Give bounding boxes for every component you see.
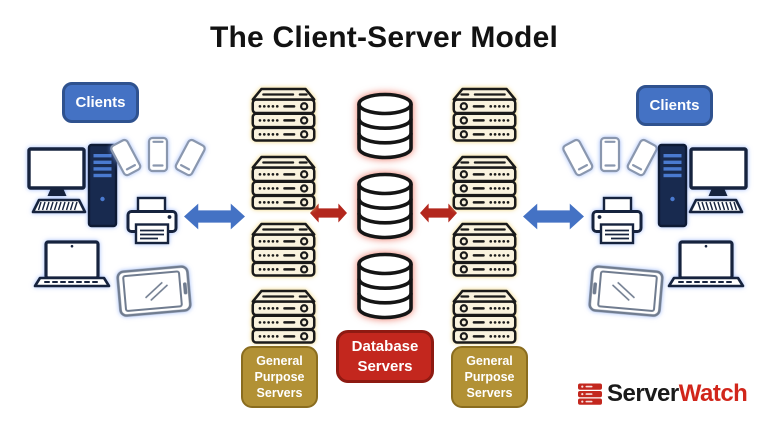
server-rack-icon	[247, 85, 320, 143]
server-rack-icon	[247, 287, 320, 345]
clients-label-right-text: Clients	[649, 97, 700, 114]
server-rack-icon	[448, 287, 521, 345]
database-cylinder-icon	[352, 172, 418, 242]
server-rack-icon	[448, 85, 521, 143]
desktop-computer-icon	[656, 142, 748, 228]
clients-label-right: Clients	[636, 85, 713, 126]
clients-label-left: Clients	[62, 82, 139, 123]
server-rack-icon	[247, 153, 320, 211]
database-servers-text: Database Servers	[351, 338, 419, 375]
laptop-icon	[33, 240, 111, 288]
server-rack-icon	[247, 220, 320, 278]
serverwatch-logo: ServerWatch	[577, 380, 748, 407]
blue-double-arrow-icon	[523, 199, 584, 234]
serverwatch-logo-text: ServerWatch	[607, 380, 748, 407]
database-cylinder-icon	[352, 252, 418, 322]
logo-text-watch: Watch	[678, 380, 748, 407]
tablet-icon	[113, 263, 197, 320]
general-purpose-servers-right-text: General Purpose Servers	[464, 354, 515, 400]
desktop-computer-icon	[27, 142, 119, 228]
smartphone-fan-icon	[560, 134, 660, 178]
general-purpose-servers-label-left: General Purpose Servers	[241, 346, 318, 408]
server-rack-icon	[448, 153, 521, 211]
page-title: The Client-Server Model	[209, 21, 558, 54]
printer-icon	[124, 196, 180, 246]
printer-icon	[589, 196, 645, 246]
database-servers-label: Database Servers	[336, 330, 434, 383]
general-purpose-servers-label-right: General Purpose Servers	[451, 346, 528, 408]
blue-double-arrow-icon	[184, 199, 245, 234]
database-cylinder-icon	[352, 92, 418, 162]
server-rack-icon	[448, 220, 521, 278]
logo-text-server: Server	[607, 380, 679, 407]
tablet-icon	[583, 263, 667, 320]
laptop-icon	[667, 240, 745, 288]
general-purpose-servers-left-text: General Purpose Servers	[254, 354, 305, 400]
smartphone-fan-icon	[108, 134, 208, 178]
clients-label-left-text: Clients	[75, 94, 126, 111]
serverwatch-logo-icon	[577, 381, 603, 407]
